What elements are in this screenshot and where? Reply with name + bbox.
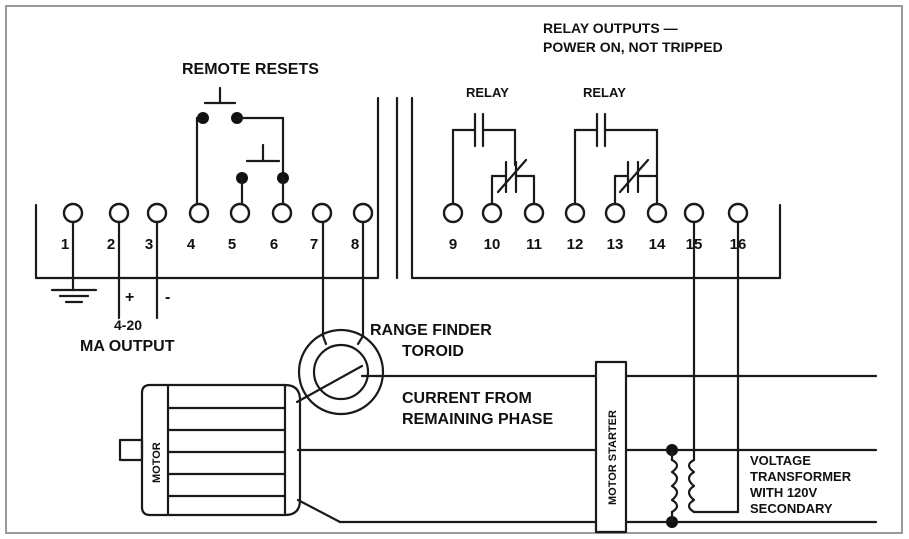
remote-reset-switches	[195, 86, 289, 207]
terminal-number-12: 12	[567, 236, 584, 253]
current-label-line2: REMAINING PHASE	[402, 411, 553, 428]
toroid-label-line2: TOROID	[402, 343, 464, 360]
terminal-number-9: 9	[449, 236, 457, 253]
terminal-post-14	[646, 202, 668, 224]
terminal-post-3	[146, 202, 168, 224]
terminal-number-2: 2	[107, 236, 115, 253]
relay-outputs-label-line1: RELAY OUTPUTS —	[543, 20, 678, 36]
toroid-leads	[321, 220, 365, 346]
terminal-post-10	[481, 202, 503, 224]
right-terminal-housing	[410, 96, 782, 280]
motor	[118, 383, 302, 517]
terminal-post-2	[108, 202, 130, 224]
remote-resets-label: REMOTE RESETS	[182, 61, 319, 78]
left-terminal-housing	[34, 96, 380, 280]
terminal-number-7: 7	[310, 236, 318, 253]
terminal-posts	[62, 202, 749, 224]
relay-left-label: RELAY	[466, 85, 509, 100]
terminal-number-3: 3	[145, 236, 153, 253]
vt-label-line2: TRANSFORMER	[750, 469, 852, 484]
vt-label-line4: SECONDARY	[750, 501, 833, 516]
terminal-post-7	[311, 202, 333, 224]
terminal-number-5: 5	[228, 236, 236, 253]
terminal-post-12	[564, 202, 586, 224]
toroid-label-line1: RANGE FINDER	[370, 322, 492, 339]
vt-label-line1: VOLTAGE	[750, 453, 811, 468]
terminal-number-10: 10	[484, 236, 501, 253]
terminal-post-5	[229, 202, 251, 224]
terminal-number-6: 6	[270, 236, 278, 253]
motor-label: MOTOR	[151, 442, 163, 483]
terminal-number-8: 8	[351, 236, 359, 253]
current-label-line1: CURRENT FROM	[402, 390, 532, 407]
motor-starter-box	[594, 360, 628, 534]
ma-output-label-line1: 4-20	[114, 317, 142, 333]
diagram-frame	[5, 5, 903, 534]
terminal-post-4	[188, 202, 210, 224]
terminal-post-13	[604, 202, 626, 224]
terminal-post-1	[62, 202, 84, 224]
terminal-post-9	[442, 202, 464, 224]
terminal-number-13: 13	[607, 236, 624, 253]
terminal-number-11: 11	[526, 236, 542, 253]
terminal-number-14: 14	[649, 236, 666, 253]
relay-1-contacts	[451, 112, 536, 206]
terminal-number-4: 4	[187, 236, 196, 253]
vt-label-line3: WITH 120V	[750, 485, 818, 500]
ma-output-wiring	[50, 220, 159, 320]
terminal-post-16	[727, 202, 749, 224]
ma-output-label-line2: MA OUTPUT	[80, 338, 175, 355]
plus-label: +	[125, 289, 134, 306]
relay-outputs-label-line2: POWER ON, NOT TRIPPED	[543, 39, 723, 55]
terminal-post-15	[683, 202, 705, 224]
terminal-number-1: 1	[61, 236, 69, 253]
voltage-transformer	[666, 220, 740, 528]
relay-right-label: RELAY	[583, 85, 626, 100]
range-finder-toroid	[297, 328, 385, 416]
terminal-post-11	[523, 202, 545, 224]
terminal-post-8	[352, 202, 374, 224]
minus-label: -	[165, 289, 170, 306]
terminal-post-6	[271, 202, 293, 224]
motor-starter-label: MOTOR STARTER	[607, 410, 619, 505]
relay-2-contacts	[573, 112, 659, 206]
